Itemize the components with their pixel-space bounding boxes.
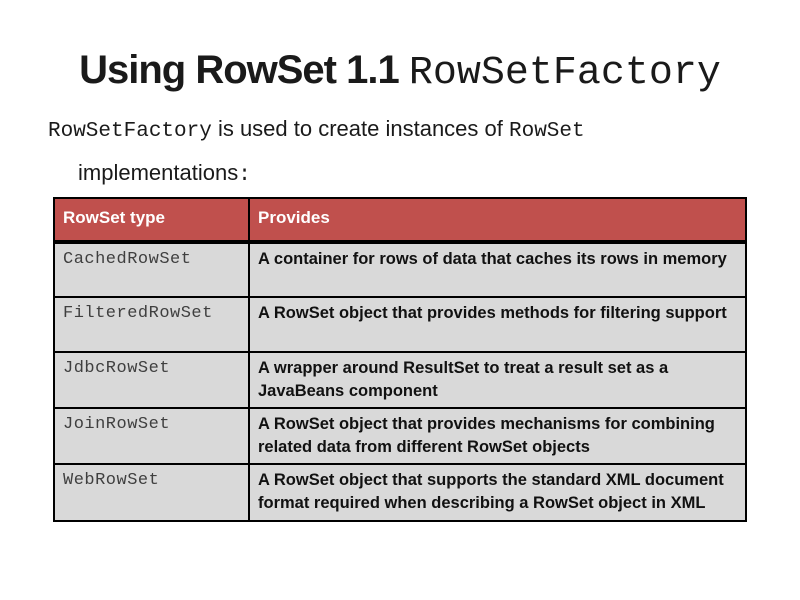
table-row: JoinRowSet A RowSet object that provides… — [53, 407, 747, 466]
provides-cell: A container for rows of data that caches… — [248, 241, 747, 298]
provides-cell: A wrapper around ResultSet to treat a re… — [248, 350, 747, 410]
rowset-type-cell: JoinRowSet — [53, 407, 250, 466]
slide-title-code: RowSetFactory — [408, 51, 721, 96]
table-row: JdbcRowSet A wrapper around ResultSet to… — [53, 350, 747, 410]
rowset-type-cell: CachedRowSet — [53, 241, 250, 298]
subtitle-text: is used to create instances of — [211, 116, 509, 141]
provides-cell: A RowSet object that provides methods fo… — [248, 296, 747, 353]
subtitle-code-rowsetfactory: RowSetFactory — [48, 120, 212, 143]
rowset-type-cell: FilteredRowSet — [53, 296, 250, 353]
subtitle-code-rowset: RowSet — [509, 120, 585, 143]
rowset-type-cell: WebRowSet — [53, 463, 250, 522]
table-row: WebRowSet A RowSet object that supports … — [53, 463, 747, 522]
table-row: CachedRowSet A container for rows of dat… — [53, 241, 747, 298]
subtitle-line-1: RowSetFactory is used to create instance… — [48, 114, 585, 147]
provides-cell: A RowSet object that supports the standa… — [248, 463, 747, 522]
slide-subtitle: RowSetFactory is used to create instance… — [48, 114, 585, 191]
table-header-row: RowSet type Provides — [53, 197, 747, 244]
table-row: FilteredRowSet A RowSet object that prov… — [53, 296, 747, 353]
subtitle-implementations: implementations — [78, 160, 239, 185]
provides-cell: A RowSet object that provides mechanisms… — [248, 407, 747, 466]
subtitle-colon: : — [238, 164, 251, 187]
rowset-types-table: RowSet type Provides CachedRowSet A cont… — [53, 197, 747, 522]
rowset-type-cell: JdbcRowSet — [53, 350, 250, 410]
subtitle-line-2: implementations: — [78, 158, 585, 191]
slide-title-text: Using RowSet 1.1 — [79, 48, 409, 92]
header-cell-rowset-type: RowSet type — [53, 197, 250, 244]
header-cell-provides: Provides — [248, 197, 747, 244]
slide-title: Using RowSet 1.1 RowSetFactory — [0, 48, 800, 96]
